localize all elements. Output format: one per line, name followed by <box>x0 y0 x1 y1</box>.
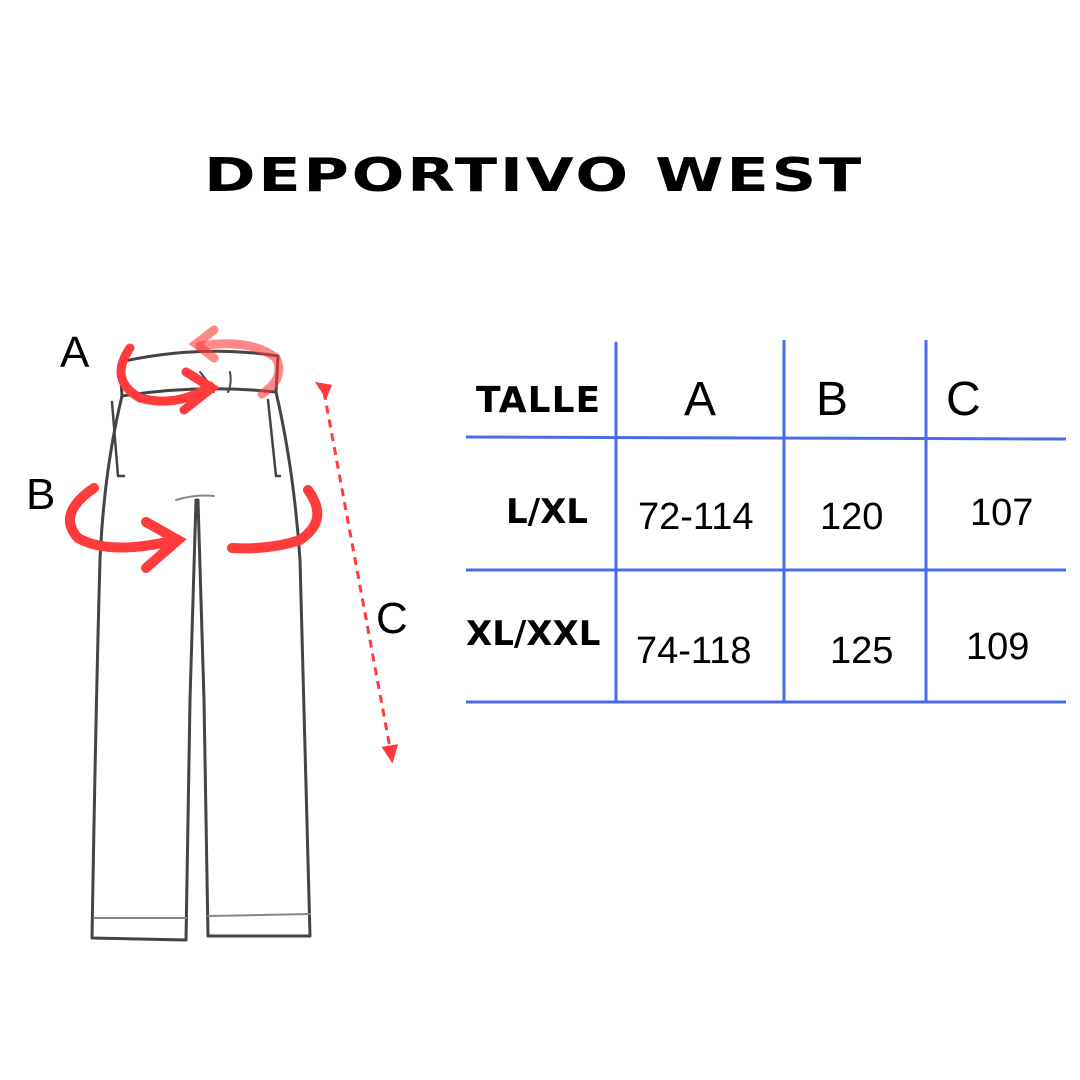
label-b: B <box>26 470 56 519</box>
row-value-b: 125 <box>830 630 894 672</box>
row-value-b: 120 <box>820 496 884 538</box>
header-a: A <box>684 373 717 426</box>
label-a: A <box>60 328 90 377</box>
pants-drawing <box>65 325 399 942</box>
row-value-a: 74-118 <box>636 630 752 672</box>
label-c: C <box>376 594 408 643</box>
row-size-label: L/XL <box>506 492 588 532</box>
header-b: B <box>816 373 849 426</box>
page-title: DEPORTIVO WEST <box>204 148 864 202</box>
right-leg <box>196 390 312 938</box>
row-value-c: 107 <box>970 492 1034 534</box>
row-size-label: XL/XXL <box>466 614 601 654</box>
row-value-c: 109 <box>966 626 1030 668</box>
row-value-a: 72-114 <box>638 496 754 538</box>
header-talle: TALLE <box>476 380 602 421</box>
header-c: C <box>946 373 981 426</box>
left-leg <box>90 394 198 942</box>
